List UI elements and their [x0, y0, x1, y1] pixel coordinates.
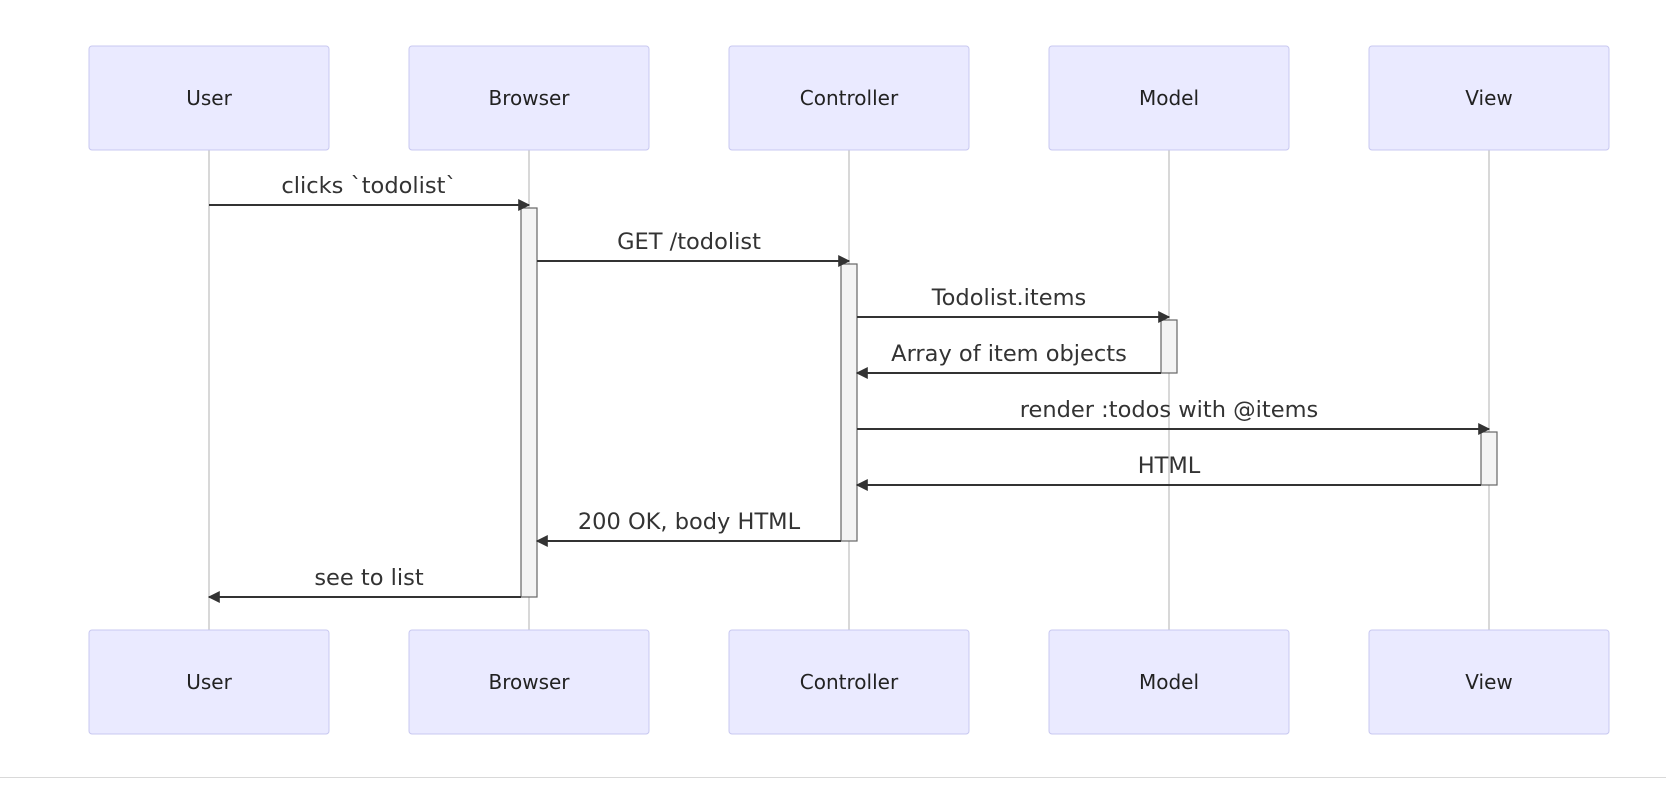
activation-bar-view	[1480, 431, 1498, 486]
message-7: see to list	[207, 565, 521, 603]
message-label: GET /todolist	[617, 229, 761, 255]
actor-box	[408, 45, 650, 151]
activation-bar-model	[1160, 319, 1178, 374]
actor-box	[1368, 629, 1610, 735]
actor-label: Model	[1139, 86, 1199, 110]
actor-controller-top: Controller	[728, 45, 970, 151]
actor-box	[1048, 45, 1290, 151]
actor-model-bottom: Model	[1048, 629, 1290, 735]
actor-user-bottom: User	[88, 629, 330, 735]
actor-label: User	[186, 86, 232, 110]
actor-label: Controller	[800, 86, 899, 110]
message-6: 200 OK, body HTML	[535, 509, 841, 547]
message-4: render :todos with @items	[857, 397, 1491, 435]
actor-model-top: Model	[1048, 45, 1290, 151]
actor-user-top: User	[88, 45, 330, 151]
message-label: Array of item objects	[891, 341, 1127, 367]
actor-label: Controller	[800, 670, 899, 694]
message-1: GET /todolist	[537, 229, 851, 267]
actor-label: Browser	[488, 86, 570, 110]
actor-label: Browser	[488, 670, 570, 694]
actor-view-top: View	[1368, 45, 1610, 151]
actor-box	[728, 629, 970, 735]
activation-bar-controller	[840, 263, 858, 542]
message-5: HTML	[855, 453, 1481, 491]
actor-box	[1048, 629, 1290, 735]
message-label: render :todos with @items	[1020, 397, 1318, 423]
actor-browser-bottom: Browser	[408, 629, 650, 735]
actor-controller-bottom: Controller	[728, 629, 970, 735]
actor-box	[1368, 45, 1610, 151]
message-label: see to list	[314, 565, 424, 591]
actor-box	[88, 629, 330, 735]
actor-browser-top: Browser	[408, 45, 650, 151]
footer-divider	[0, 777, 1666, 778]
actor-label: View	[1465, 86, 1512, 110]
actor-box	[408, 629, 650, 735]
actor-label: Model	[1139, 670, 1199, 694]
actor-view-bottom: View	[1368, 629, 1610, 735]
actor-box	[88, 45, 330, 151]
actor-label: User	[186, 670, 232, 694]
activation-bar-browser	[520, 207, 538, 598]
message-label: HTML	[1138, 453, 1201, 479]
message-label: Todolist.items	[931, 285, 1087, 311]
message-3: Array of item objects	[855, 341, 1161, 379]
actor-box	[728, 45, 970, 151]
message-0: clicks `todolist`	[209, 173, 531, 211]
message-label: 200 OK, body HTML	[578, 509, 801, 535]
actor-label: View	[1465, 670, 1512, 694]
message-2: Todolist.items	[857, 285, 1171, 323]
message-label: clicks `todolist`	[281, 173, 456, 199]
